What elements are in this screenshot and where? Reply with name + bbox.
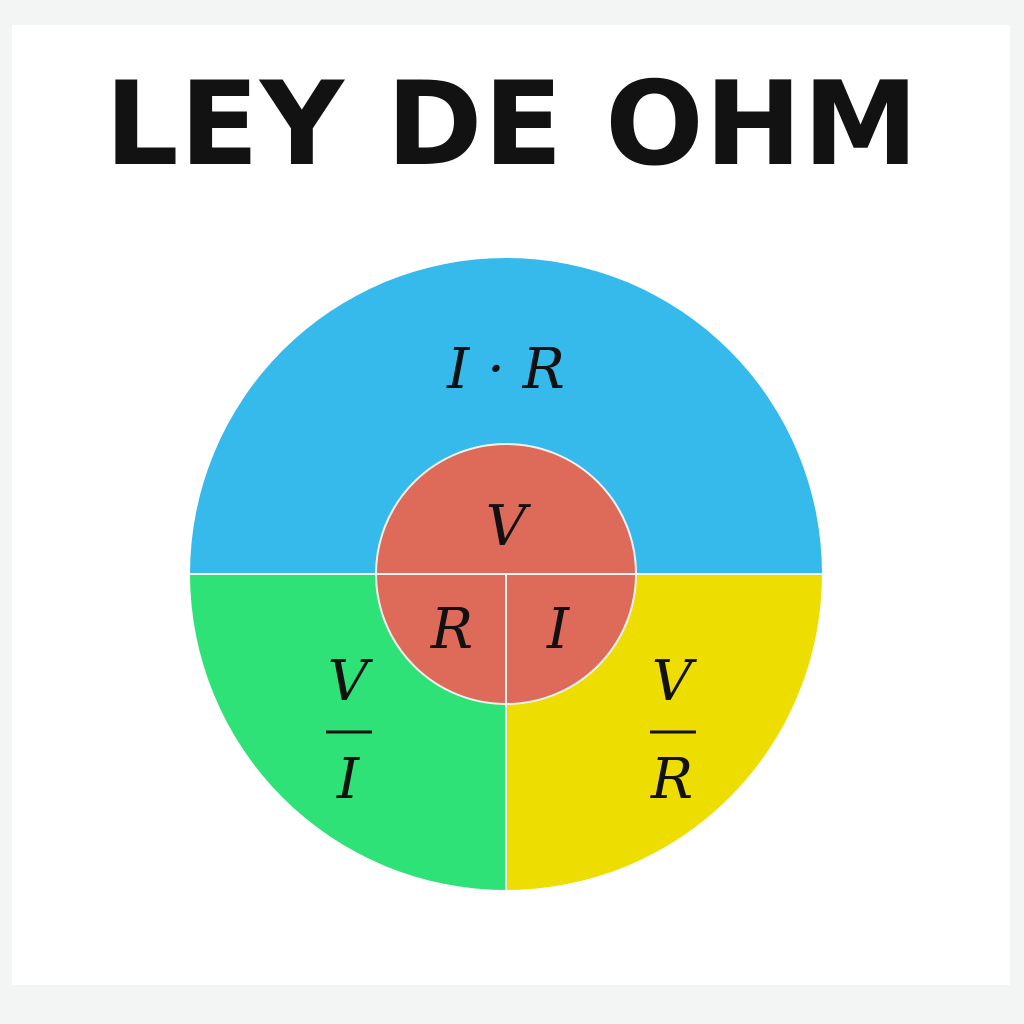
page-title: LEY DE OHM: [104, 57, 920, 192]
center-label-v: V: [486, 494, 532, 559]
section-top: [190, 258, 822, 574]
center-label-i: I: [546, 597, 571, 662]
center-label-r: R: [430, 597, 473, 662]
fraction-left-denominator: I: [336, 747, 361, 812]
fraction-left-numerator: V: [328, 649, 374, 714]
fraction-right-denominator: R: [650, 747, 693, 812]
fraction-right-numerator: V: [652, 649, 698, 714]
formula-i-times-r: I · R: [446, 337, 565, 402]
